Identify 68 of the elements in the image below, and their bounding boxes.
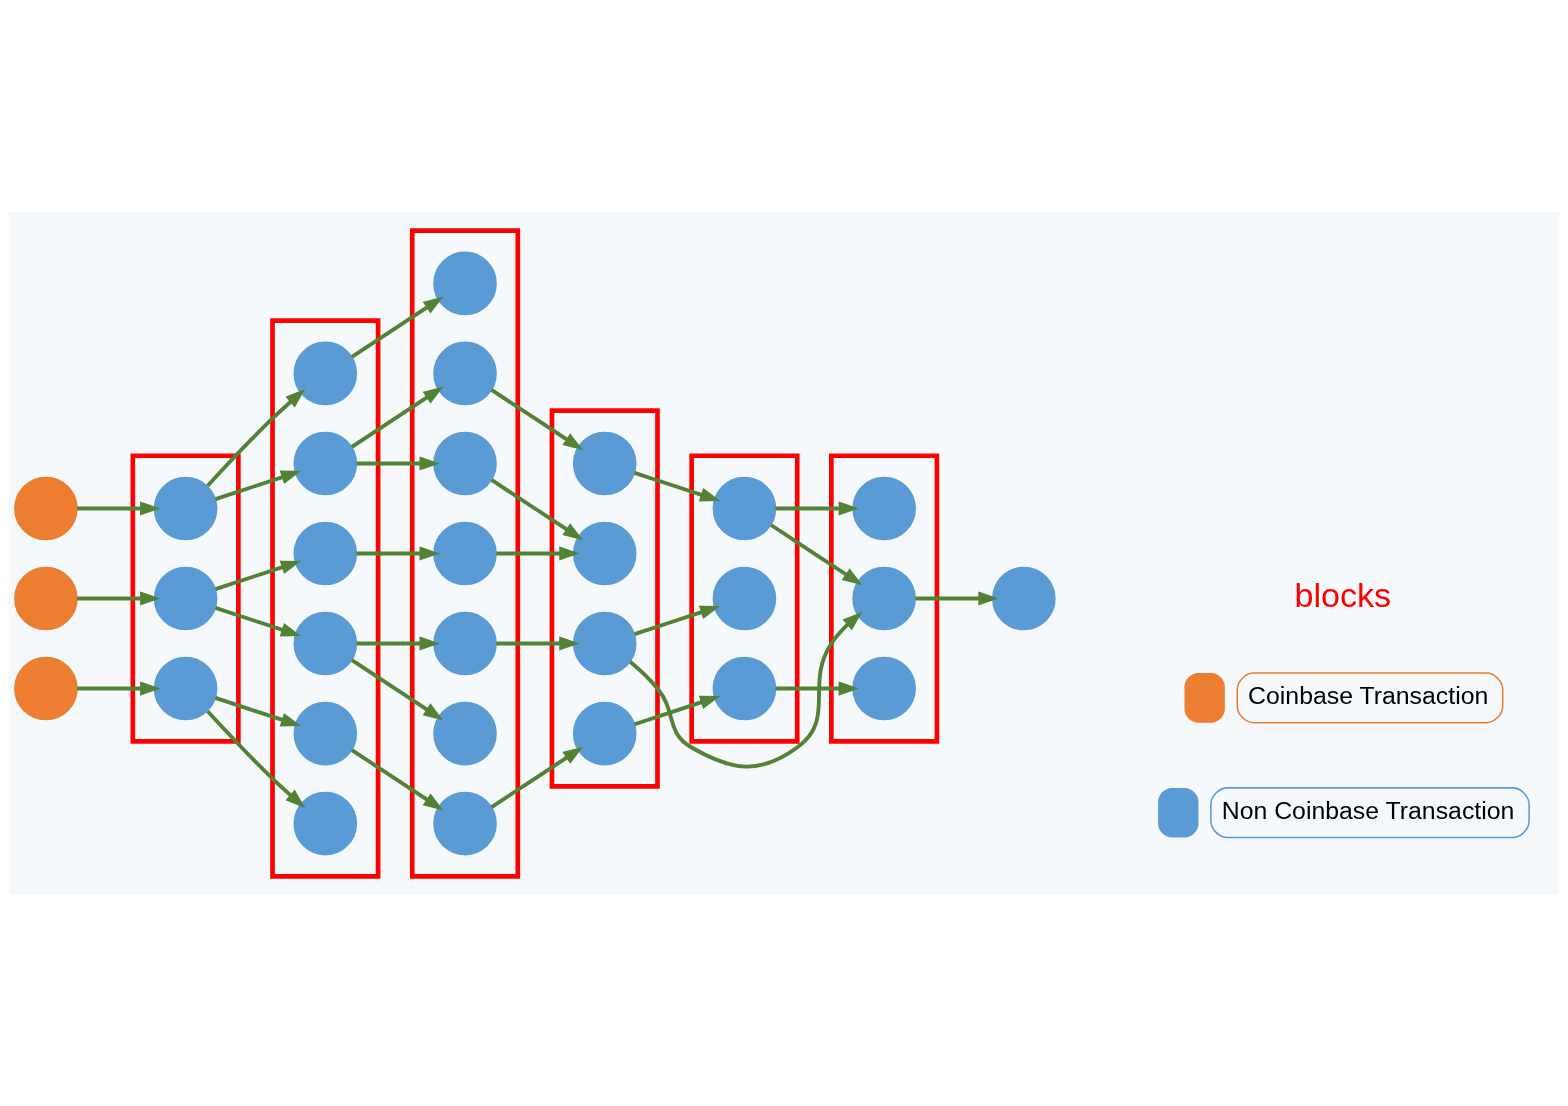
node-circle: [433, 521, 497, 585]
arrow: [775, 500, 859, 516]
node-circle: [992, 566, 1056, 630]
node-circle: [293, 341, 358, 405]
arrow: [775, 680, 859, 696]
arrow: [206, 709, 306, 808]
arrow: [769, 522, 863, 585]
node-circle: [293, 521, 358, 585]
node-circle: [433, 251, 497, 315]
node-circle: [572, 611, 637, 675]
arrow: [77, 500, 161, 516]
arrow: [206, 388, 306, 487]
arrow: [356, 545, 440, 561]
arrow: [633, 695, 721, 726]
cluster: [689, 452, 800, 744]
arrow: [915, 590, 999, 606]
legend-label: Non Coinbase Transaction: [1221, 796, 1515, 824]
arrow: [77, 680, 161, 696]
arrow: [490, 387, 584, 450]
arrow: [350, 386, 444, 449]
arrow: [490, 477, 584, 540]
cluster: [549, 407, 660, 789]
legend-label: Coinbase Transaction: [1248, 681, 1489, 709]
node-circle: [712, 566, 777, 630]
cluster: [130, 452, 241, 744]
node-circle: [433, 431, 497, 495]
arrow: [633, 470, 721, 501]
arrow: [633, 605, 721, 636]
node-circle: [14, 476, 78, 540]
node-circle: [293, 701, 358, 765]
node-circle: [852, 566, 916, 630]
node-circle: [572, 431, 637, 495]
node-circle: [572, 701, 637, 765]
arrow: [350, 747, 444, 810]
arrow: [77, 590, 161, 606]
arrow: [350, 296, 444, 359]
node-circle: [433, 791, 497, 855]
node-circle: [153, 476, 218, 540]
node-circle: [153, 656, 218, 720]
node-circle: [14, 656, 78, 720]
arrow: [350, 657, 444, 720]
arrow: [214, 560, 302, 591]
arrow: [356, 455, 440, 471]
node-circle: [852, 656, 916, 720]
node-circle: [852, 476, 916, 540]
label: blocks: [1294, 575, 1392, 614]
node-circle: [712, 656, 777, 720]
node-circle: [572, 521, 637, 585]
arrow: [496, 635, 580, 651]
node-circle: [433, 611, 497, 675]
arrow: [356, 635, 440, 651]
cluster: [409, 227, 521, 879]
arrow: [214, 695, 302, 726]
arrow: [490, 746, 584, 809]
node-circle: [14, 566, 78, 630]
node-circle: [433, 341, 497, 405]
arrow: [214, 470, 302, 501]
node-circle: [293, 431, 358, 495]
arrow: [628, 611, 863, 768]
node-circle: [153, 566, 218, 630]
arrow: [496, 545, 580, 561]
node-circle: [712, 476, 777, 540]
node-circle: [433, 701, 497, 765]
node-circle: [293, 611, 358, 675]
node-circle: [293, 791, 358, 855]
cluster: [270, 317, 381, 879]
arrow: [214, 605, 302, 636]
cluster: [829, 452, 940, 744]
